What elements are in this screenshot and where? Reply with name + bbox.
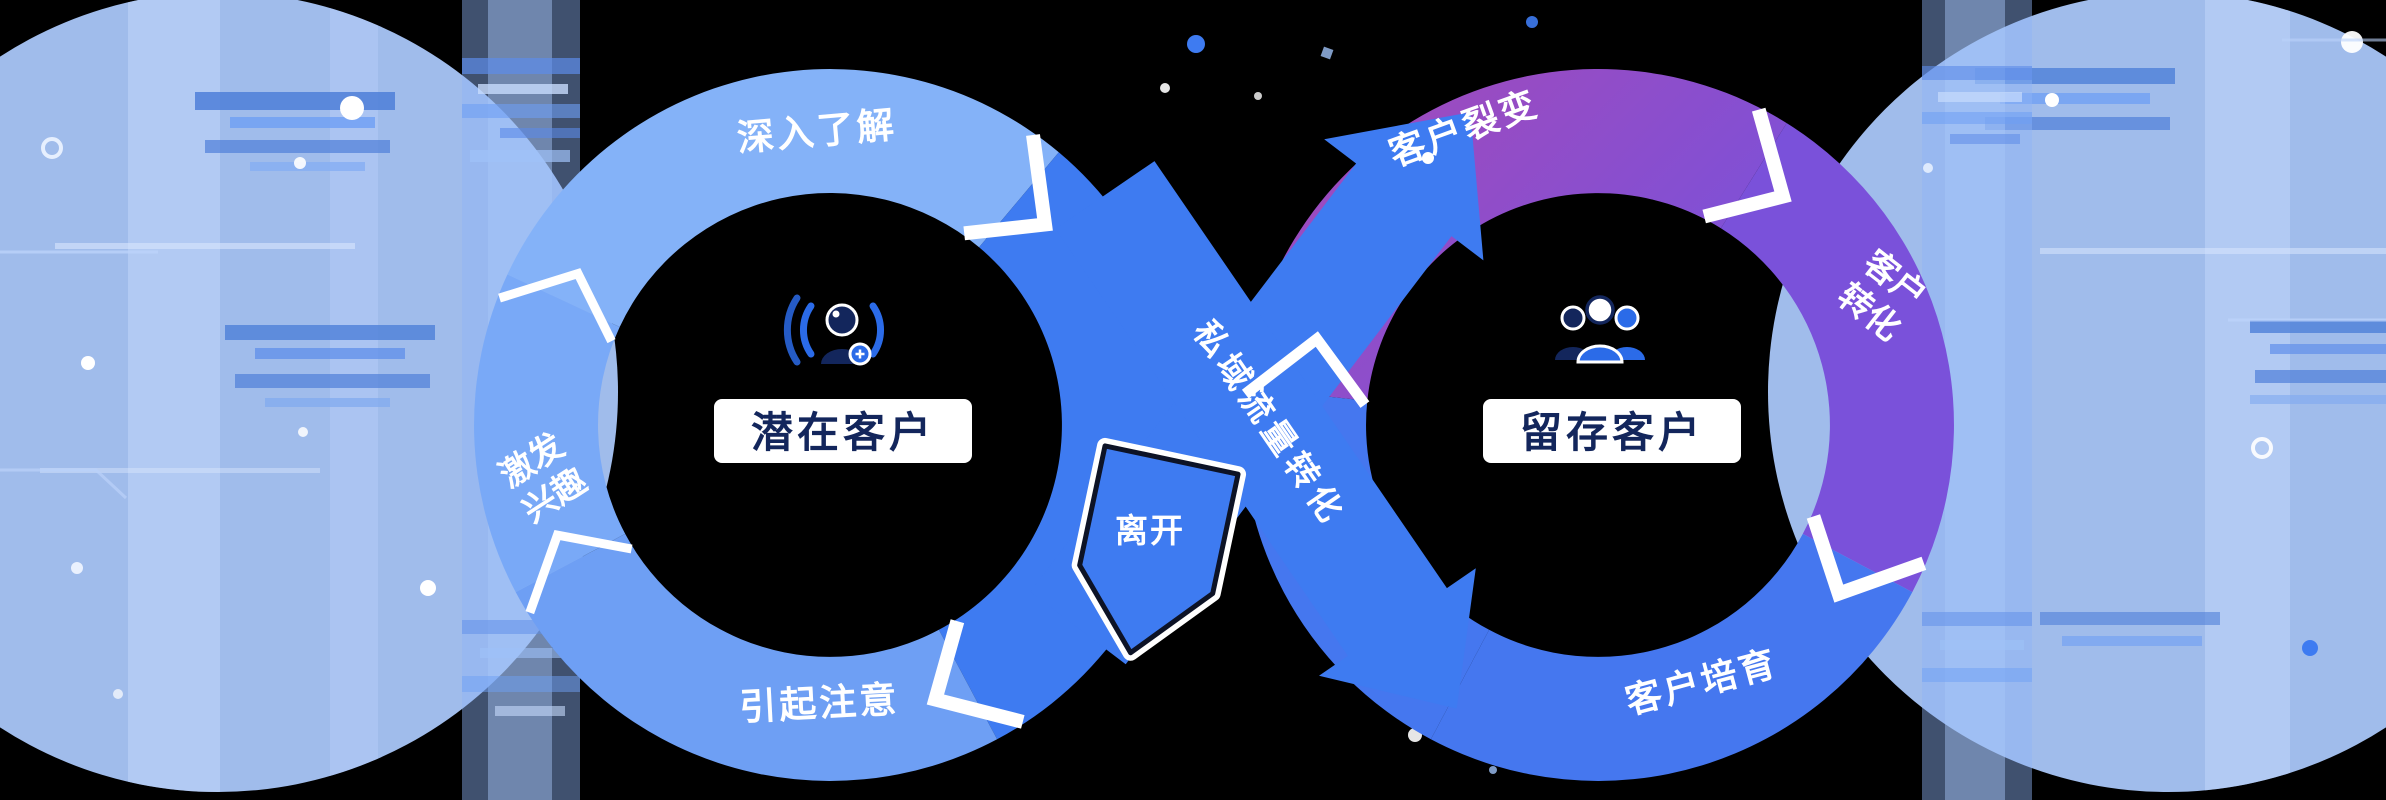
glitch-column	[128, 0, 220, 792]
decor-ring-dot	[2251, 437, 2273, 459]
glitch-rect	[470, 150, 570, 162]
retained-customer-label: 留存客户	[1520, 409, 1704, 456]
right-vertical-bar	[1922, 0, 2032, 800]
glitch-rect	[1950, 134, 2020, 144]
wave-arc-right	[869, 302, 885, 358]
label-attract-attention: 引起注意	[738, 679, 900, 728]
potential-customer-label: 潜在客户	[751, 409, 935, 456]
glitch-rect	[195, 92, 395, 110]
decor-dot	[2341, 31, 2363, 53]
left-ring-segment-know	[507, 69, 1059, 328]
glitch-column	[330, 0, 378, 792]
glitch-rect	[2250, 320, 2386, 333]
flow-band-layer	[498, 107, 1927, 729]
glitch-rect	[2062, 636, 2202, 646]
person-head	[1560, 305, 1586, 331]
glitch-rect	[480, 648, 568, 658]
ring-gap-chevron	[926, 619, 1025, 729]
glitch-rect	[462, 104, 580, 118]
decor-dot	[1526, 16, 1538, 28]
potential-customer-icon	[783, 294, 885, 366]
glitch-rect	[230, 117, 375, 128]
glitch-rect	[225, 325, 435, 340]
flow-band-descending-arrow	[1055, 161, 1476, 709]
decor-line	[0, 468, 128, 500]
potential-customer-pill: 潜在客户	[714, 399, 972, 463]
exit-arrow	[1077, 443, 1241, 656]
right-ring-segment-conversion	[1720, 123, 1954, 593]
glitch-rect	[1922, 66, 2032, 80]
pill-background	[714, 399, 972, 463]
glitch-rect	[500, 128, 580, 138]
glitch-rect	[250, 162, 365, 171]
glitch-rect	[205, 140, 390, 153]
decor-dot	[298, 427, 308, 437]
glitch-line	[2040, 248, 2386, 254]
person-head	[825, 303, 859, 337]
retained-customers-icon	[1555, 295, 1645, 364]
glitch-rect	[462, 58, 580, 74]
decor-dot	[2045, 93, 2059, 107]
decor-dot	[340, 96, 364, 120]
ring-gap-chevron	[1702, 107, 1792, 224]
decor-dot	[1489, 766, 1497, 774]
glitch-line	[40, 468, 320, 473]
ring-gap-chevron	[1241, 331, 1370, 408]
glitch-rect	[255, 348, 405, 359]
decor-dot	[2302, 640, 2318, 656]
left-circle-glitch-cluster	[40, 0, 435, 792]
wave-arc-left-inner	[799, 302, 815, 358]
glitch-rect	[2000, 93, 2150, 104]
glitch-rect	[265, 398, 390, 407]
pill-background	[1483, 399, 1741, 463]
wave-arc-left-outer	[783, 294, 801, 366]
ring-gap-chevron	[963, 134, 1053, 241]
glitch-rect	[478, 84, 568, 94]
person-body	[1576, 344, 1624, 364]
glitch-rect	[1922, 612, 2032, 626]
glitch-rect	[1922, 668, 2032, 682]
right-ring-segment-nurture	[1430, 533, 1913, 781]
glitch-rect	[2270, 344, 2386, 354]
decor-dot	[113, 689, 123, 699]
glitch-rect	[2040, 612, 2220, 625]
decor-dot	[81, 356, 95, 370]
decor-dot	[1422, 152, 1434, 164]
right-circle-glitch-cluster	[1975, 0, 2386, 792]
glitch-rect	[462, 676, 580, 692]
person-head	[1614, 305, 1640, 331]
decor-dot	[420, 580, 436, 596]
glitch-rect	[1938, 92, 2022, 102]
glitch-rect	[2250, 395, 2386, 404]
glitch-rect	[495, 706, 565, 716]
bar	[1945, 0, 2005, 800]
person-head	[1585, 295, 1615, 325]
label-leave: 离开	[1115, 512, 1185, 549]
glitch-rect	[235, 374, 430, 388]
decor-dot	[71, 562, 83, 574]
left-ring-segment-attention	[515, 533, 998, 781]
retained-customer-pill: 留存客户	[1483, 399, 1741, 463]
decor-square	[1320, 46, 1334, 60]
left-ring-segment-interest	[474, 274, 626, 593]
ring-gap-chevron	[498, 268, 616, 344]
decor-dot	[294, 157, 306, 169]
glitch-rect	[1940, 640, 2024, 650]
plus-icon	[855, 349, 865, 359]
decor-dot	[1187, 35, 1205, 53]
glitch-rect	[2255, 370, 2386, 383]
decor-ring-dot	[41, 137, 63, 159]
glitch-line	[55, 243, 355, 249]
head-highlight	[832, 310, 840, 318]
decor-dot	[1160, 83, 1170, 93]
ring-gap-chevron	[1806, 514, 1927, 603]
glitch-rect	[1922, 112, 2032, 124]
decor-dot	[1254, 92, 1262, 100]
ring-gap-chevron	[525, 529, 633, 615]
decor-dot	[1923, 163, 1933, 173]
